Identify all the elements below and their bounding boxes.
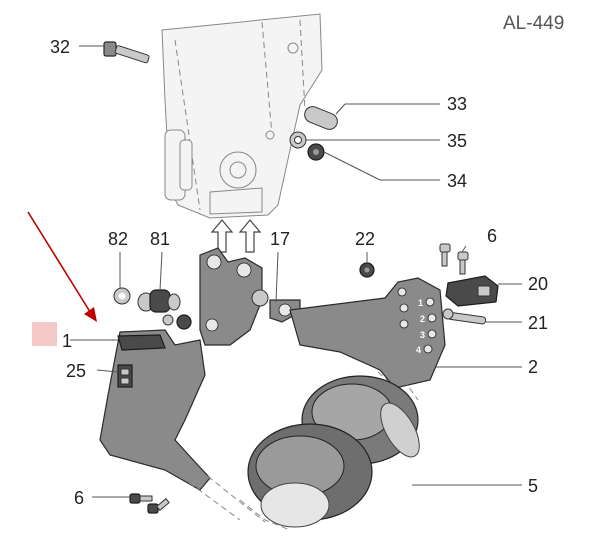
position-mark-2: 2 <box>420 314 425 324</box>
callout-17: 17 <box>270 229 290 249</box>
bushing-33 <box>304 106 338 130</box>
callout-2: 2 <box>528 357 538 377</box>
bolts-6-bottom <box>129 493 170 514</box>
bracket-20 <box>445 275 499 307</box>
callout-6-top: 6 <box>487 226 497 246</box>
up-arrows <box>210 219 262 253</box>
position-mark-3: 3 <box>420 330 425 340</box>
leader-lines <box>70 45 522 498</box>
nut-34 <box>307 143 325 161</box>
main-bracket-1 <box>99 329 266 523</box>
bolt-32 <box>103 41 150 64</box>
upper-bracket <box>199 247 263 346</box>
nut-22 <box>359 262 375 278</box>
pin-21 <box>442 308 487 325</box>
callout-82: 82 <box>108 229 128 249</box>
bushing-81 <box>137 289 192 330</box>
callout-5: 5 <box>528 476 538 496</box>
callout-22: 22 <box>355 229 375 249</box>
pointer-arrow <box>27 211 97 322</box>
right-bracket-2: 1 2 3 4 <box>289 277 446 389</box>
callout-6-bottom: 6 <box>74 488 84 508</box>
callout-81: 81 <box>150 229 170 249</box>
washer-35 <box>289 131 307 149</box>
vehicle-frame-ghost <box>161 13 323 219</box>
callout-35: 35 <box>447 131 467 151</box>
position-mark-1: 1 <box>418 298 423 308</box>
callout-21: 21 <box>528 313 548 333</box>
callout-33: 33 <box>447 94 467 114</box>
callout-32: 32 <box>50 37 70 57</box>
highlight-box <box>32 322 57 346</box>
callout-25: 25 <box>66 361 86 381</box>
callout-labels: 32 33 35 34 82 81 17 22 6 20 21 1 2 25 5… <box>50 37 548 508</box>
diagram-code: AL-449 <box>503 13 564 34</box>
washer-82 <box>113 287 131 305</box>
callout-1: 1 <box>62 331 72 351</box>
bolts-6-top <box>439 243 469 275</box>
position-mark-4: 4 <box>416 345 421 355</box>
callout-20: 20 <box>528 274 548 294</box>
link-17 <box>251 289 301 323</box>
callout-34: 34 <box>447 171 467 191</box>
air-spring-5 <box>239 371 420 531</box>
